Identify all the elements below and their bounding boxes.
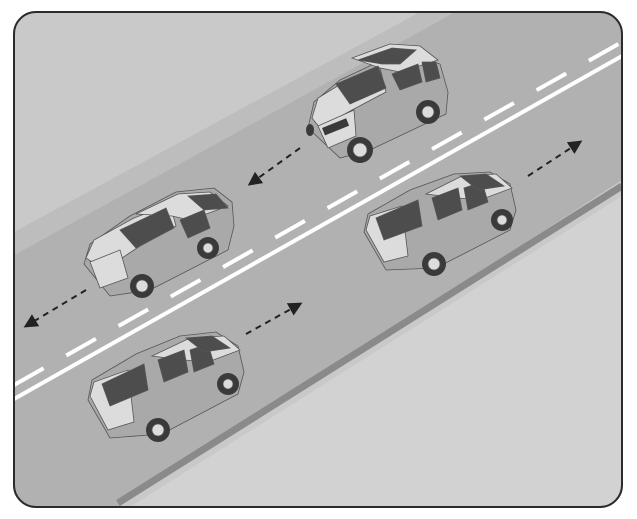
- center-solid-line: [14, 54, 622, 401]
- car-icon: [83, 187, 235, 298]
- car-icon: [363, 171, 517, 276]
- arrow-icon: [23, 289, 87, 328]
- car-icon: [87, 331, 245, 442]
- suv-icon: [306, 43, 449, 163]
- far-road-edge: [14, 12, 455, 255]
- near-sidewalk: [130, 196, 622, 507]
- curb-line: [116, 183, 622, 506]
- frame-border: [13, 11, 623, 508]
